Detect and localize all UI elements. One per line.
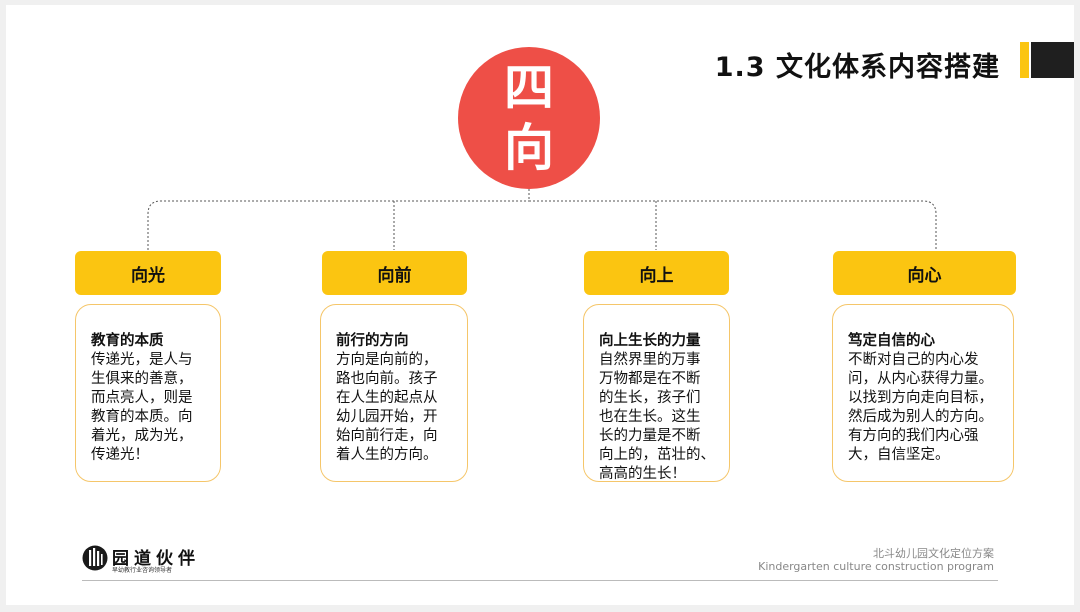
branch-label-box-1: 向光	[75, 251, 221, 295]
branch-card-2: 前行的方向 方向是向前的， 路也向前。孩子 在人生的起点从 幼儿园开始，开 始向…	[320, 304, 468, 482]
brand-tagline: 早幼教行业咨询领导者	[112, 567, 173, 574]
slide: 1.3 文化体系内容搭建 四 向 向光 向前 向上 向心 教育的本质 传递光，是…	[6, 5, 1074, 605]
card-title-4: 笃定自信的心	[848, 333, 935, 349]
card-body-2: 方向是向前的， 路也向前。孩子 在人生的起点从 幼儿园开始，开 始向前行走，向 …	[336, 352, 438, 463]
branch-label-4: 向心	[907, 265, 942, 286]
card-title-2: 前行的方向	[336, 333, 409, 349]
card-body-4: 不断对自己的内心发 问，从内心获得力量。 以找到方向走向目标， 然后成为别人的方…	[848, 352, 993, 463]
branch-label-3: 向上	[639, 265, 674, 286]
footer-divider	[82, 580, 998, 581]
center-char-2: 向	[504, 119, 554, 177]
building-logo-icon	[82, 545, 108, 571]
title-accent-yellow	[1020, 42, 1029, 78]
brand-name: 园道伙伴	[112, 549, 200, 569]
title-accent-black	[1031, 42, 1074, 78]
branch-label-box-3: 向上	[584, 251, 729, 295]
footer-doc-title-en: Kindergarten culture construction progra…	[758, 560, 994, 573]
card-title-3: 向上生长的力量	[599, 333, 701, 349]
card-body-1: 传递光，是人与 生俱来的善意， 而点亮人，则是 教育的本质。向 着光，成为光， …	[91, 352, 193, 463]
center-char-1: 四	[504, 59, 554, 117]
card-body-3: 自然界里的万事 万物都是在不断 的生长，孩子们 也在生长。这生 长的力量是不断 …	[599, 352, 715, 482]
connector-lines	[147, 189, 937, 250]
page-title: 1.3 文化体系内容搭建	[714, 52, 1000, 83]
branch-label-box-4: 向心	[833, 251, 1016, 295]
branch-label-2: 向前	[377, 265, 412, 286]
branch-label-box-2: 向前	[322, 251, 467, 295]
title-accent-bar	[1020, 42, 1074, 78]
branch-card-4: 笃定自信的心 不断对自己的内心发 问，从内心获得力量。 以找到方向走向目标， 然…	[832, 304, 1014, 482]
connector-branch-1	[147, 200, 529, 250]
branch-card-1: 教育的本质 传递光，是人与 生俱来的善意， 而点亮人，则是 教育的本质。向 着光…	[75, 304, 221, 482]
connector-branch-4	[529, 200, 937, 250]
footer-doc-title-cn: 北斗幼儿园文化定位方案	[873, 547, 994, 560]
center-circle: 四 向	[458, 47, 600, 189]
branch-label-1: 向光	[131, 265, 165, 286]
branch-card-3: 向上生长的力量 自然界里的万事 万物都是在不断 的生长，孩子们 也在生长。这生 …	[583, 304, 730, 482]
card-title-1: 教育的本质	[91, 333, 164, 349]
